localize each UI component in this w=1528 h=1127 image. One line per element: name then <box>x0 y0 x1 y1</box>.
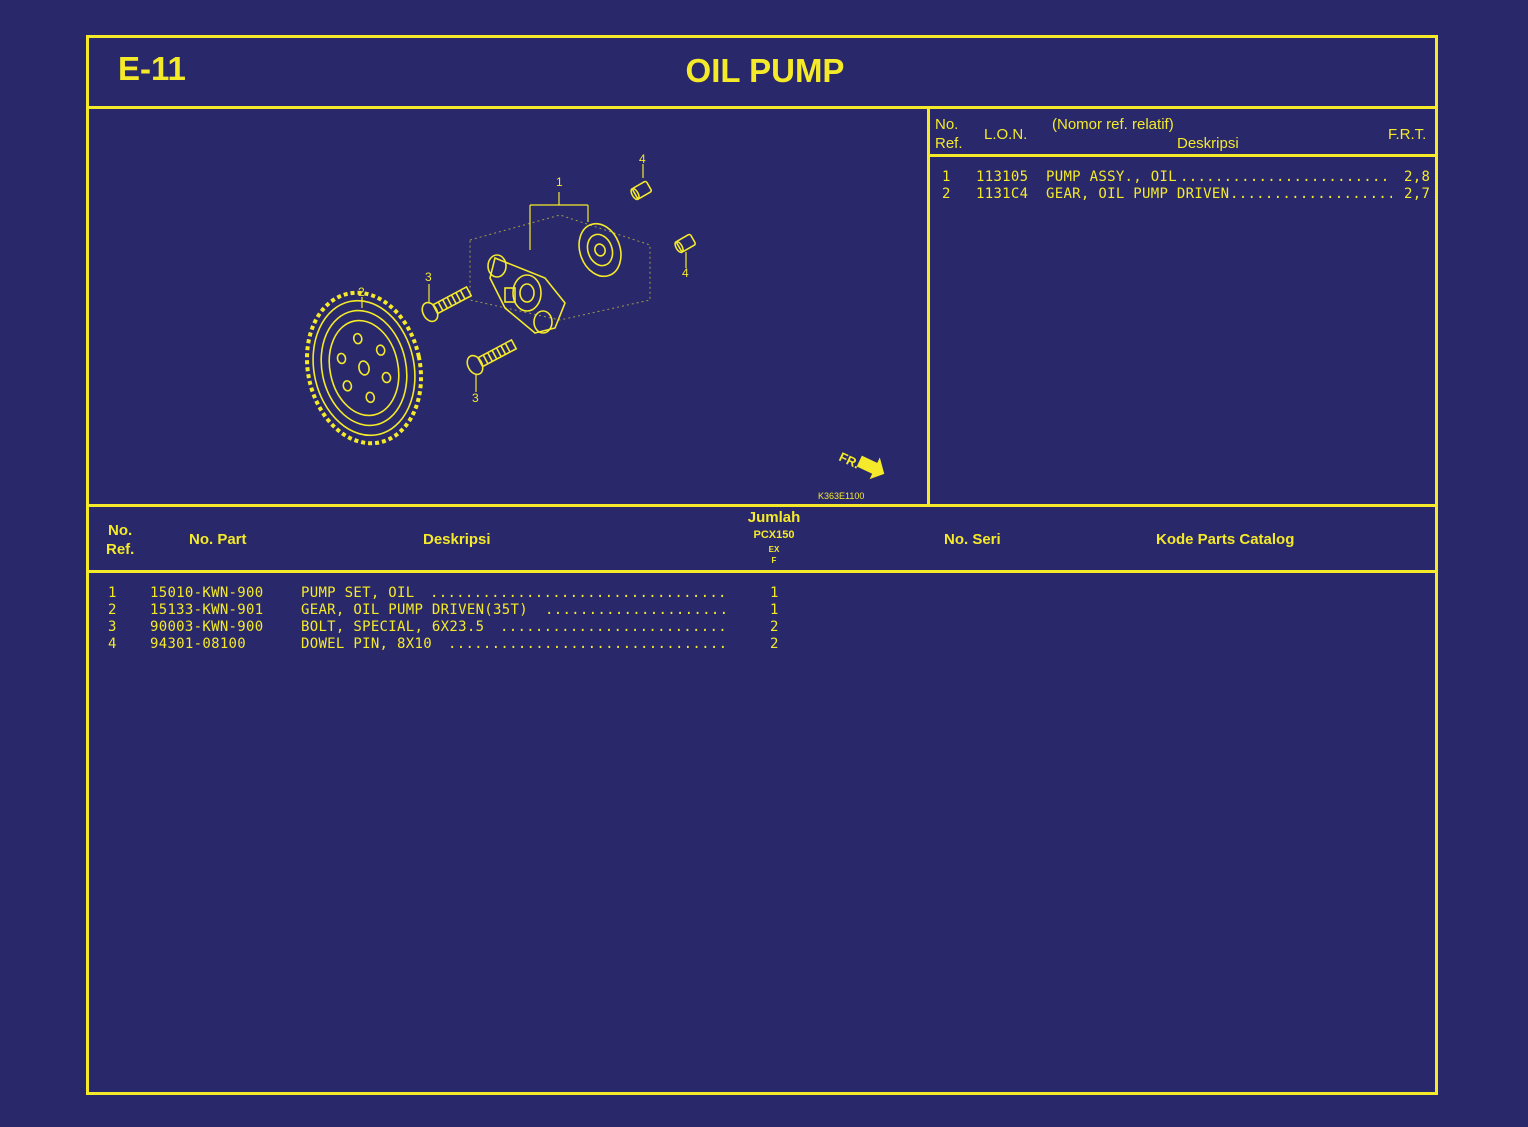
parts-header-catalog: Kode Parts Catalog <box>1156 531 1295 548</box>
ref-row-lon: 113105 <box>976 169 1029 185</box>
bolt-part-upper <box>421 285 473 323</box>
parts-header-qty: Jumlah <box>747 509 801 526</box>
parts-row-part: 94301-08100 <box>150 636 247 652</box>
ref-header-relative: (Nomor ref. relatif) <box>1052 116 1174 133</box>
parts-header-desc: Deskripsi <box>423 531 491 548</box>
page-code: E-11 <box>118 50 186 87</box>
catalog-frame <box>86 35 1438 1095</box>
bolt-part-lower <box>466 338 518 376</box>
callout-4-lower: 4 <box>682 266 689 280</box>
ref-header-frt: F.R.T. <box>1388 126 1427 143</box>
ref-header-divider <box>928 154 1438 157</box>
ref-row-desc: PUMP ASSY., OIL <box>1046 169 1177 185</box>
pump-body-part <box>487 254 566 334</box>
page-title: OIL PUMP <box>685 52 845 89</box>
parts-row-no: 3 <box>108 619 117 635</box>
rotor-part <box>578 222 622 278</box>
parts-row-qty: 1 <box>770 585 779 601</box>
parts-row-qty: 2 <box>770 619 779 635</box>
ref-row-frt: 2,8 <box>1404 169 1431 185</box>
dowel-pin-part-upper <box>630 180 652 201</box>
parts-row-no: 4 <box>108 636 117 652</box>
diagram-divider <box>927 106 930 506</box>
image-code: K363E1100 <box>818 491 864 501</box>
parts-row-part: 15010-KWN-900 <box>150 585 264 601</box>
parts-row-leader: ........................................… <box>448 636 728 652</box>
callout-1: 1 <box>556 175 563 189</box>
parts-header-ref: Ref. <box>106 541 135 558</box>
ref-header-desc: Deskripsi <box>1177 135 1239 152</box>
ref-row-leader: ........................................… <box>1180 169 1392 185</box>
parts-row-qty: 2 <box>770 636 779 652</box>
dowel-pin-part-lower <box>674 233 696 254</box>
parts-header-serial: No. Seri <box>944 531 1001 548</box>
parts-header-part: No. Part <box>189 531 247 548</box>
parts-header-no: No. <box>108 522 133 539</box>
ref-row-lon: 1131C4 <box>976 186 1029 202</box>
front-label: FR. <box>837 449 862 471</box>
title-divider <box>86 106 1438 109</box>
ref-row-no: 1 <box>942 169 951 185</box>
parts-row-part: 90003-KWN-900 <box>150 619 264 635</box>
callout-2: 2 <box>358 285 365 299</box>
ref-row-frt: 2,7 <box>1404 186 1431 202</box>
ref-header-ref: Ref. <box>935 135 963 152</box>
parts-row-leader: ........................................… <box>430 585 728 601</box>
callout-4-upper: 4 <box>639 152 646 166</box>
parts-row-desc: GEAR, OIL PUMP DRIVEN(35T) <box>301 602 528 618</box>
parts-row-no: 1 <box>108 585 117 601</box>
parts-header-model: PCX150 <box>753 529 795 541</box>
callout-3-lower: 3 <box>472 391 479 405</box>
parts-row-no: 2 <box>108 602 117 618</box>
parts-row-desc: DOWEL PIN, 8X10 <box>301 636 432 652</box>
driven-gear-part <box>304 290 424 446</box>
parts-row-desc: PUMP SET, OIL <box>301 585 415 601</box>
parts-header-divider <box>86 570 1438 573</box>
ref-header-no: No. <box>935 116 959 133</box>
parts-row-leader: ........................................… <box>545 602 728 618</box>
callout-3-upper: 3 <box>425 270 432 284</box>
ref-header-lon: L.O.N. <box>984 126 1028 143</box>
parts-row-part: 15133-KWN-901 <box>150 602 264 618</box>
parts-header-model-sub1: EX <box>768 545 780 554</box>
ref-row-no: 2 <box>942 186 951 202</box>
parts-row-desc: BOLT, SPECIAL, 6X23.5 <box>301 619 485 635</box>
section-divider <box>86 504 1438 507</box>
parts-row-leader: ........................................… <box>500 619 728 635</box>
ref-row-leader: ........................................… <box>1230 186 1392 202</box>
parts-header-model-sub2: F <box>771 556 777 565</box>
parts-row-qty: 1 <box>770 602 779 618</box>
ref-row-desc: GEAR, OIL PUMP DRIVEN <box>1046 186 1230 202</box>
oil-pump-diagram: 1 2 3 3 4 4 FR. K363E1100 <box>304 152 885 501</box>
